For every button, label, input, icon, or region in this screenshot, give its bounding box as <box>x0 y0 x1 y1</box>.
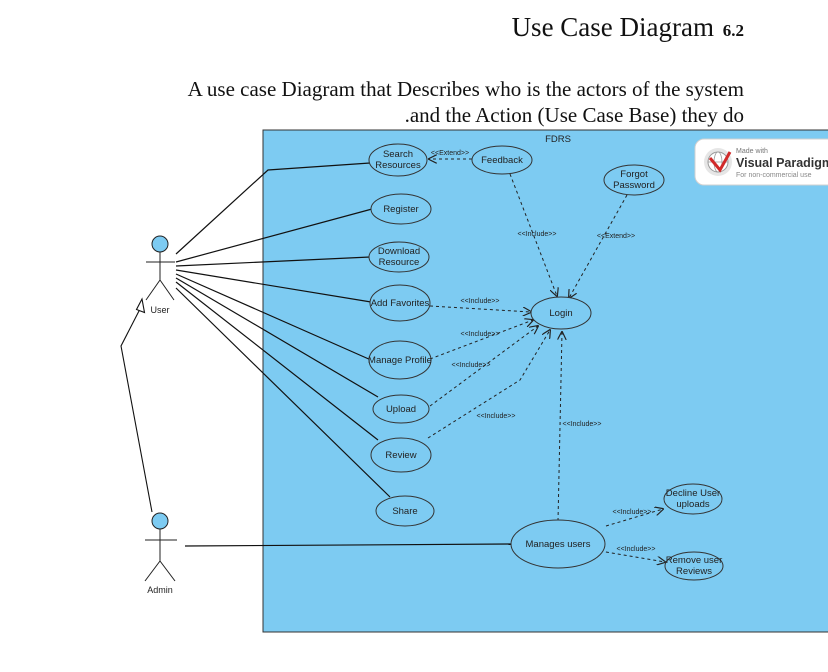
include-label: <<Include>> <box>452 362 491 369</box>
watermark-note: For non-commercial use <box>736 172 812 179</box>
svg-text:Manage Profile: Manage Profile <box>368 355 432 366</box>
include-favorites-login <box>429 305 531 312</box>
svg-text:Resources: Resources <box>375 160 421 171</box>
use-case-manage-profile[interactable]: Manage Profile <box>368 340 432 380</box>
watermark-brand: Visual Paradigm <box>736 156 828 170</box>
visual-paradigm-logo-icon <box>704 148 732 176</box>
stereotype-labels: <<Extend>> <<Include>> <<Extend>> <<Incl… <box>431 150 656 553</box>
actor-user-label: User <box>150 305 169 315</box>
svg-text:Resource: Resource <box>379 257 420 268</box>
include-label: <<Include>> <box>477 413 516 420</box>
include-upload-login <box>429 326 538 407</box>
admin-actor-icon <box>144 512 177 582</box>
svg-text:Add Favorites: Add Favorites <box>371 298 430 309</box>
heading-number: 6.2 <box>722 21 744 40</box>
svg-text:Remove user: Remove user <box>666 555 723 566</box>
include-manage-login <box>558 332 562 522</box>
user-associations <box>175 162 391 498</box>
include-label: <<Include>> <box>613 509 652 516</box>
use-case-login[interactable]: Login <box>530 296 592 330</box>
actor-user[interactable]: User <box>145 235 175 315</box>
include-manage-decline <box>605 509 663 527</box>
system-name: FDRS <box>545 134 571 145</box>
use-case-remove-user-reviews[interactable]: Remove user Reviews <box>664 551 724 581</box>
description-line-1: A use case Diagram that Describes who is… <box>187 77 744 101</box>
svg-text:Register: Register <box>383 204 418 215</box>
svg-text:Upload: Upload <box>386 404 416 415</box>
svg-text:Manages users: Manages users <box>526 539 591 550</box>
use-case-review[interactable]: Review <box>370 437 432 473</box>
include-profile-login <box>429 320 533 360</box>
heading-title: Use Case Diagram <box>511 12 714 42</box>
svg-text:Forgot: Forgot <box>620 169 648 180</box>
svg-text:Decline User: Decline User <box>666 488 720 499</box>
svg-text:Feedback: Feedback <box>481 155 523 166</box>
include-label: <<Include>> <box>461 298 500 305</box>
include-label: <<Include>> <box>518 231 557 238</box>
svg-text:Download: Download <box>378 246 420 257</box>
use-case-upload[interactable]: Upload <box>372 394 430 424</box>
include-label: <<Include>> <box>563 421 602 428</box>
description-line-2: .and the Action (Use Case Base) they do <box>404 103 744 127</box>
actor-generalization <box>120 297 153 513</box>
watermark: Made with Visual Paradigm For non-commer… <box>694 138 828 186</box>
include-label: <<Include>> <box>461 331 500 338</box>
actor-admin-label: Admin <box>147 585 173 595</box>
extend-label: <<Extend>> <box>597 233 635 240</box>
admin-association <box>184 543 512 547</box>
svg-text:uploads: uploads <box>676 499 710 510</box>
page-description: A use case Diagram that Describes who is… <box>188 76 744 128</box>
extend-label: <<Extend>> <box>431 150 469 157</box>
actor-admin[interactable]: Admin <box>144 512 177 595</box>
svg-text:Login: Login <box>549 308 572 319</box>
svg-text:Password: Password <box>613 180 655 191</box>
use-case-add-favorites[interactable]: Add Favorites <box>369 284 431 322</box>
svg-text:Reviews: Reviews <box>676 566 712 577</box>
svg-text:Search: Search <box>383 149 413 160</box>
use-case-search-resources[interactable]: Search Resources <box>368 143 428 177</box>
use-case-decline-user-uploads[interactable]: Decline User uploads <box>663 483 723 515</box>
use-case-manages-users[interactable]: Manages users <box>510 519 606 569</box>
extend-forgot-login <box>569 194 628 298</box>
include-manage-remove <box>599 550 665 562</box>
use-case-register[interactable]: Register <box>370 193 432 225</box>
use-case-download-resource[interactable]: Download Resource <box>368 241 430 273</box>
page-heading: Use Case Diagram 6.2 <box>512 12 744 43</box>
user-actor-icon <box>145 235 175 301</box>
dependency-lines <box>427 159 665 562</box>
svg-text:Share: Share <box>392 506 417 517</box>
use-case-feedback[interactable]: Feedback <box>471 145 533 175</box>
use-case-share[interactable]: Share <box>375 495 435 527</box>
include-feedback-login <box>509 173 557 296</box>
include-label: <<Include>> <box>617 546 656 553</box>
svg-text:Review: Review <box>385 450 416 461</box>
use-case-forgot-password[interactable]: Forgot Password <box>603 164 665 196</box>
watermark-small: Made with <box>736 148 768 155</box>
include-review-login <box>427 330 550 439</box>
